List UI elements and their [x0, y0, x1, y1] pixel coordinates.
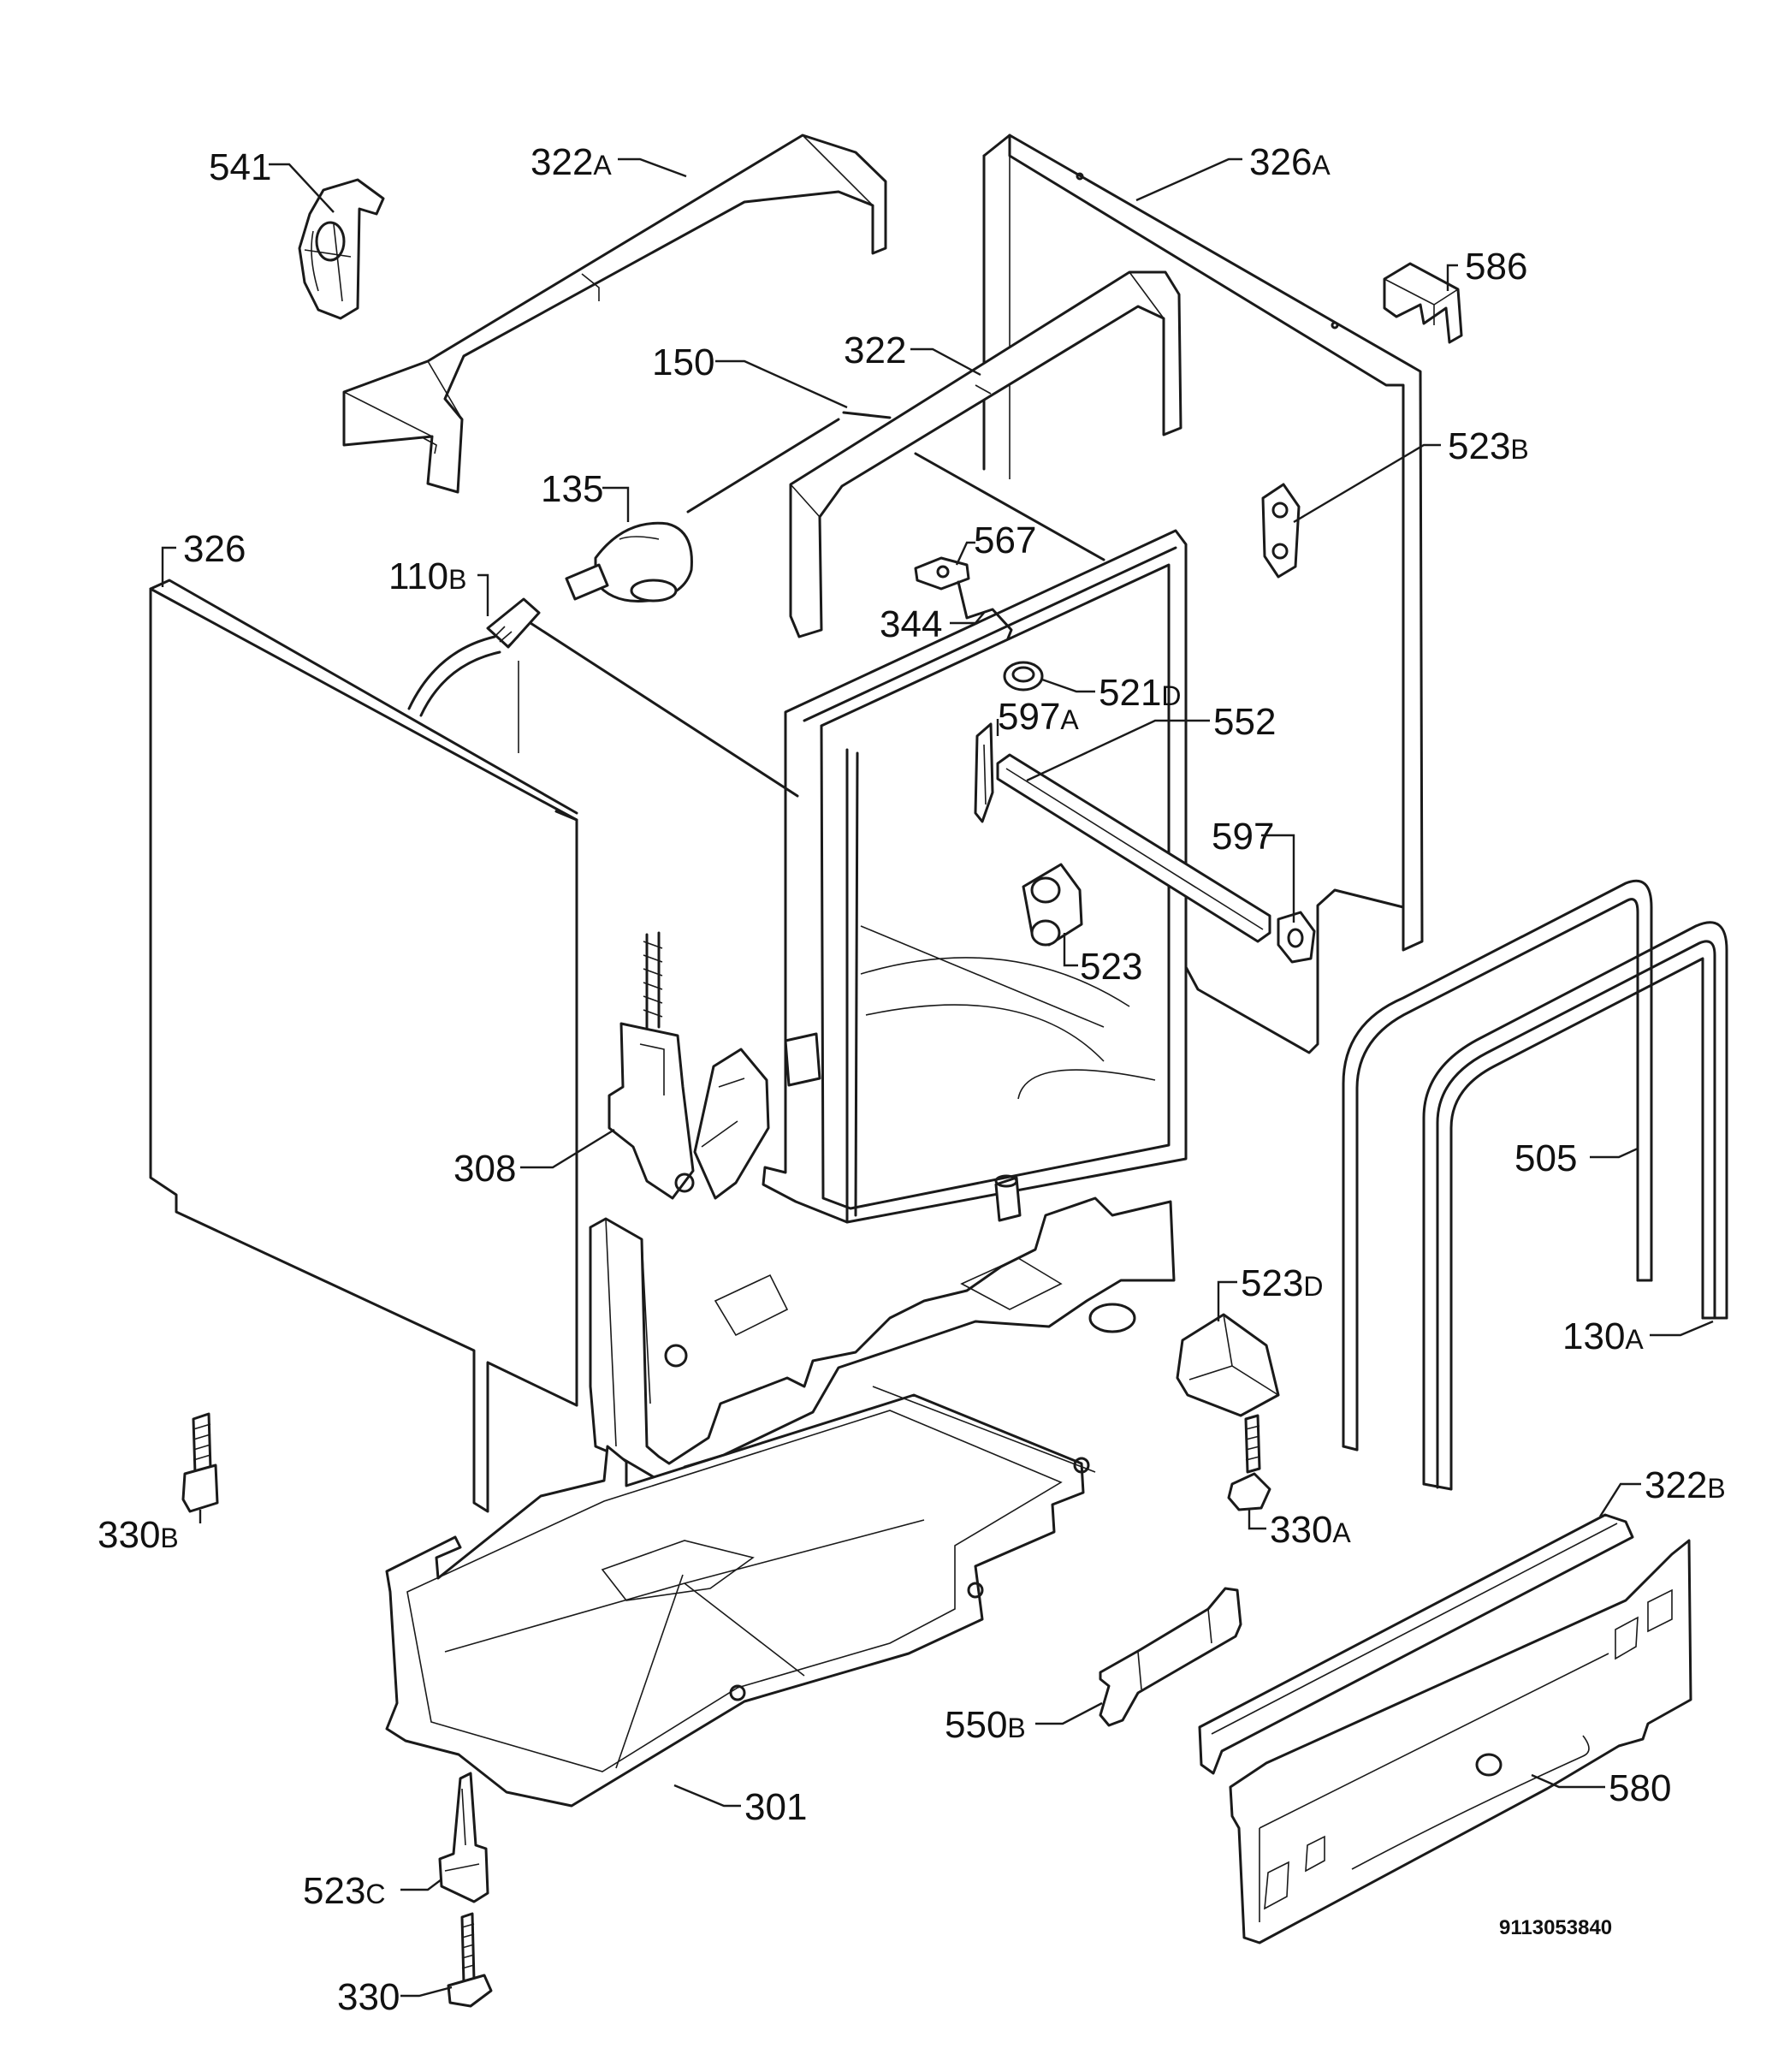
part-580-plinth [1229, 1539, 1692, 1944]
part-110B-hose [407, 597, 541, 717]
label-110B: 110B [388, 555, 467, 597]
label-330B: 330B [98, 1514, 179, 1556]
label-322: 322 [844, 330, 906, 371]
leader-567 [955, 541, 975, 566]
label-130A: 130A [1562, 1315, 1644, 1357]
label-521D: 521D [1099, 672, 1182, 714]
label-344: 344 [880, 603, 942, 645]
label-322B: 322B [1645, 1464, 1726, 1506]
leader-523 [1063, 933, 1078, 967]
part-523C-bracket [438, 1772, 489, 1903]
leader-541 [269, 163, 335, 213]
leader-322B [1598, 1482, 1641, 1517]
leader-lines [161, 157, 1714, 1998]
leader-326A [1135, 157, 1242, 202]
document-number: 9113053840 [1499, 1916, 1612, 1939]
leader-552 [1026, 719, 1210, 782]
part-150-tub-top [518, 411, 1105, 798]
leader-505 [1590, 1147, 1639, 1159]
label-586: 586 [1465, 246, 1527, 288]
label-597: 597 [1212, 816, 1274, 858]
label-552: 552 [1213, 701, 1276, 743]
leader-521D [1041, 678, 1095, 693]
label-541: 541 [209, 146, 271, 188]
part-130A-gasket [1422, 921, 1728, 1491]
leader-130A [1650, 1320, 1714, 1337]
leader-330 [400, 1986, 453, 1998]
label-580: 580 [1609, 1767, 1671, 1809]
part-330-screw [447, 1912, 493, 2008]
part-567-344-clip [914, 556, 1013, 640]
drawing-layer [149, 134, 1728, 2008]
part-523D-bracket [1176, 1313, 1280, 1417]
part-523-fitting [1022, 863, 1083, 947]
part-door-frame [762, 529, 1188, 1224]
part-301-base-tray [385, 1386, 1096, 1808]
part-541-clip [298, 178, 385, 320]
part-586-bracket [1383, 262, 1463, 344]
label-322A: 322A [530, 141, 612, 183]
part-322B-rail [1198, 1513, 1634, 1775]
leader-523C [400, 1879, 442, 1891]
label-567: 567 [974, 519, 1036, 561]
part-550B-bracket [1099, 1587, 1242, 1727]
label-550B: 550B [945, 1704, 1026, 1746]
part-523B-fitting [1261, 483, 1301, 579]
part-597-clip [1277, 911, 1316, 964]
part-labels: 541 322A 326A 586 150 322 523B 135 326 5… [98, 141, 1726, 2018]
leader-523D [1217, 1280, 1237, 1321]
label-326A: 326A [1249, 141, 1331, 183]
leader-135 [602, 486, 630, 522]
leader-308 [520, 1128, 615, 1169]
part-326A-back-panel [982, 134, 1424, 1054]
label-523D: 523D [1241, 1262, 1324, 1304]
part-322A-rail [342, 134, 887, 494]
label-597A: 597A [998, 696, 1079, 738]
leader-523B [1293, 443, 1441, 524]
label-523: 523 [1080, 946, 1142, 988]
label-308: 308 [453, 1148, 516, 1190]
label-135: 135 [541, 468, 603, 510]
leader-301 [673, 1784, 741, 1808]
label-330: 330 [337, 1976, 400, 2018]
label-330A: 330A [1270, 1509, 1351, 1551]
part-322-frame [789, 270, 1182, 638]
label-505: 505 [1514, 1137, 1577, 1179]
leader-344 [950, 612, 985, 625]
part-330B-screw [181, 1412, 219, 1513]
part-326-side-panel [149, 579, 578, 1513]
part-308-hinge [608, 931, 770, 1200]
part-597A-clip [974, 722, 994, 823]
leader-580 [1531, 1773, 1605, 1789]
leader-330A [1248, 1510, 1266, 1530]
label-301: 301 [744, 1786, 807, 1828]
leader-550B [1035, 1701, 1103, 1725]
leader-322A [618, 157, 687, 178]
label-326: 326 [183, 528, 246, 570]
part-505-gasket [1342, 879, 1653, 1452]
part-135-salt-container [565, 521, 693, 603]
part-552-rail [996, 753, 1271, 943]
part-521D-grommet [1003, 661, 1044, 692]
label-523B: 523B [1448, 425, 1529, 467]
label-150: 150 [652, 341, 714, 383]
leader-586 [1446, 264, 1458, 291]
leader-110B [477, 573, 489, 616]
leader-322 [910, 347, 981, 377]
part-330A-screw [1227, 1414, 1271, 1511]
leader-326 [161, 546, 176, 587]
label-523C: 523C [303, 1870, 386, 1912]
leader-597 [1261, 834, 1295, 923]
leader-150 [715, 359, 848, 409]
